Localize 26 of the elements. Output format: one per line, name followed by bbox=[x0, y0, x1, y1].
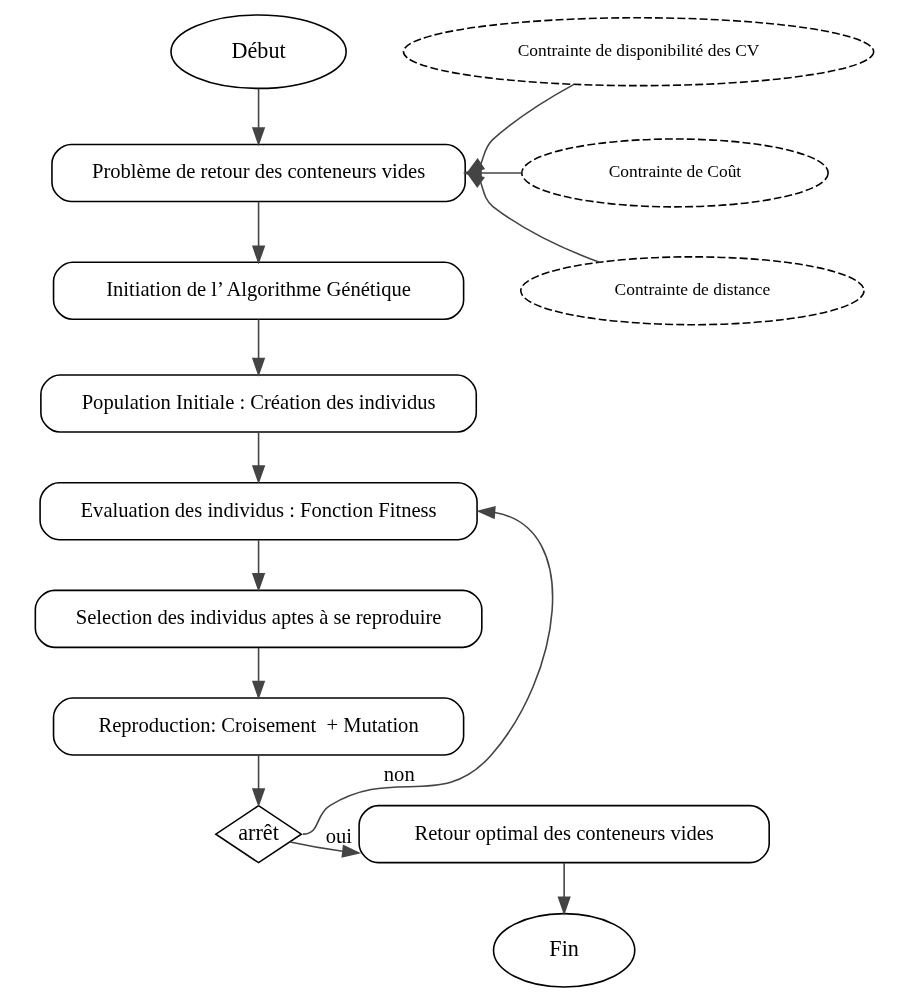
arrow bbox=[251, 200, 266, 265]
node-box: Evaluation des individus : Fonction Fitness bbox=[39, 481, 478, 541]
node-box: Selection des individus aptes à se reproduire bbox=[34, 589, 483, 649]
arrow bbox=[251, 647, 266, 700]
arrow bbox=[465, 171, 601, 264]
edge-label: non bbox=[383, 762, 415, 785]
node-box: Population Initiale : Création des individus bbox=[40, 374, 478, 433]
node-box: Initiation de l’ Algorithme Génétique bbox=[52, 261, 465, 321]
node-box: Reproduction: Croisement + Mutation bbox=[52, 697, 465, 756]
node-ellipse: Fin bbox=[492, 912, 636, 988]
node-box: Retour optimal des conteneurs vides bbox=[358, 804, 770, 864]
arrow bbox=[302, 505, 553, 835]
node-diamond: arrêt bbox=[214, 804, 303, 864]
node-box: Problème de retour des conteneurs vides bbox=[51, 143, 466, 203]
node-ellipse: Contrainte de distance bbox=[520, 256, 865, 326]
arrow bbox=[557, 862, 571, 916]
node-ellipse: Contrainte de disponibilité des CV bbox=[402, 17, 875, 87]
arrow bbox=[251, 87, 266, 147]
node-ellipse: Contrainte de Coût bbox=[521, 138, 829, 208]
arrow bbox=[251, 431, 266, 485]
arrow bbox=[251, 754, 266, 808]
arrow bbox=[289, 841, 362, 858]
edge-label: oui bbox=[325, 824, 353, 847]
arrow bbox=[251, 318, 266, 377]
arrow bbox=[251, 539, 266, 592]
node-ellipse: Début bbox=[170, 14, 347, 90]
